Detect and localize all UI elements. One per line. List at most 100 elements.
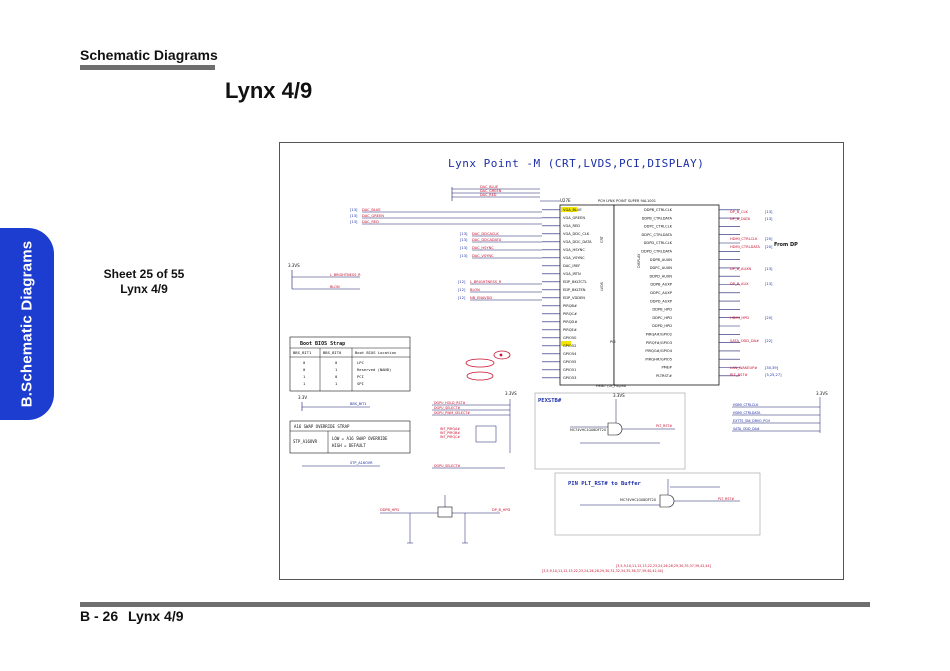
side-section-tab[interactable]: B.Schematic Diagrams	[0, 228, 54, 420]
chip-left-pin: GPIO53	[563, 376, 576, 380]
left-net-name: DAC_RED	[362, 220, 379, 224]
chip-name: PCH LYNX POINT SUPER 9AL1001	[598, 199, 656, 203]
chip-right-pin: DDPD_HPD	[652, 324, 672, 328]
right-net-tag: [13]	[765, 210, 773, 214]
chip-right-pin: PIRQH#/GPIO5	[645, 357, 672, 361]
svg-text:STP_A16OVR: STP_A16OVR	[350, 461, 373, 465]
chip-left-pin: VGA_DDC_DATA	[563, 240, 592, 244]
chip-left-pin: DAC_IREF	[563, 264, 580, 268]
chip-right-pin: PME#	[661, 366, 672, 370]
svg-text:LOW = A16 SWAP OVERRIDE: LOW = A16 SWAP OVERRIDE	[332, 436, 388, 441]
svg-text:STP_A16OVR: STP_A16OVR	[293, 439, 318, 444]
chip-right-pin: DDPD_AUXN	[649, 274, 672, 278]
svg-text:3.3VS: 3.3VS	[613, 393, 625, 398]
svg-text:PLT_RST#: PLT_RST#	[718, 497, 734, 501]
side-tab-label: B.Schematic Diagrams	[18, 240, 36, 408]
right-net-name: DP_B_AUXN	[730, 267, 752, 271]
chip-left-pin: VGA_BLUE	[563, 208, 582, 212]
bios-strap-cell: 1	[335, 367, 338, 372]
svg-text:BBS_BIT1: BBS_BIT1	[350, 402, 367, 406]
svg-text:DGPU_SELECT#: DGPU_SELECT#	[434, 464, 461, 468]
svg-text:DISPLAY: DISPLAY	[637, 253, 641, 268]
left-net-name: DAC_HSYNC	[472, 246, 494, 250]
bios-strap-cell: 1	[303, 381, 306, 386]
chip-part: HM87 (OI_Fdgmb	[596, 384, 627, 388]
chip-left-pin: GPIO52	[563, 344, 576, 348]
bios-strap-cell: 0	[303, 367, 306, 372]
svg-text:MC74VHC1G08DFT2G: MC74VHC1G08DFT2G	[570, 428, 607, 432]
chip-left-pin: VGA_DDC_CLK	[563, 232, 590, 236]
right-net-name: HDMI_CTRLCLK	[730, 237, 758, 241]
svg-text:HDMI_CTRLCLK: HDMI_CTRLCLK	[733, 403, 759, 407]
schematic-diagram: Lynx Point -M (CRT,LVDS,PCI,DISPLAY) DAC…	[279, 142, 844, 580]
right-pin-list: DDPB_CTRLCLKDDPB_CTRLDATADDPC_CTRLCLKDDP…	[641, 208, 740, 378]
sheet-number: Sheet 25 of 55	[103, 267, 185, 281]
right-net-name: SATA_ODD_DA#	[730, 339, 759, 343]
sheet-name: Lynx 4/9	[120, 282, 168, 296]
gpio50-highlight	[561, 341, 571, 346]
bios-strap-cell: Reserved (NAND)	[357, 367, 391, 372]
svg-text:DGPU_HOLD_RST#: DGPU_HOLD_RST#	[434, 401, 466, 405]
svg-text:HIGH = DEFAULT: HIGH = DEFAULT	[332, 443, 366, 448]
right-net-name: DP_B_DATA	[730, 217, 751, 221]
bios-strap-cell: 0	[303, 360, 306, 365]
chip-right-pin: PIRQF#/GPIO3	[646, 341, 672, 345]
chip-right-pin: DDPB_CTRLCLK	[644, 208, 673, 212]
page-title: Lynx 4/9	[225, 78, 313, 103]
chip-right-pin: PIRQA#/GPIO2	[646, 333, 672, 337]
section-title: Schematic Diagrams	[80, 47, 218, 63]
left-net-tag: [13]	[350, 214, 358, 218]
left-net-name: NB_ENAVDD	[470, 296, 492, 300]
chip-left-pin: EDP_VDDEN	[563, 296, 585, 300]
left-net-name: DAC_VSYNC	[472, 254, 494, 258]
svg-text:A16 SWAP OVERRIDE STRAP: A16 SWAP OVERRIDE STRAP	[294, 424, 350, 429]
left-net-name: DAC_BLUE	[362, 208, 381, 212]
chip-left-pin: PIRQD#	[563, 320, 577, 324]
footer-page-name: Lynx 4/9	[128, 608, 184, 624]
svg-text:DGPU_PWM_SELECT#: DGPU_PWM_SELECT#	[434, 411, 470, 415]
svg-text:SATA_ODD_DA#: SATA_ODD_DA#	[733, 427, 760, 431]
right-net-name: DP_B_AUX	[730, 282, 749, 286]
chip-right-pin: DDPC_HPD	[652, 316, 672, 320]
svg-text:[3,5,9,10,11,12,13,22,23,24,26: [3,5,9,10,11,12,13,22,23,24,26,28,29,30,…	[616, 564, 711, 568]
from-dp-label: From DP	[774, 242, 798, 248]
schematic-canvas: Lynx Point -M (CRT,LVDS,PCI,DISPLAY) DAC…	[288, 157, 828, 573]
chip-left-pin: GPIO50	[563, 336, 577, 340]
chip-right-pin: DDPB_HPD	[652, 308, 672, 312]
chip-left-pin: PIRQB#	[563, 304, 577, 308]
footer-page-number: B - 26	[80, 608, 119, 624]
bios-strap-header: Boot BIOS Location	[355, 350, 396, 355]
chip-right-pin: DDPC_AUXP	[650, 291, 673, 295]
left-net-tag: [13]	[460, 232, 468, 236]
svg-text:DP_B_HPD: DP_B_HPD	[492, 508, 510, 512]
left-net-tag: [13]	[460, 254, 468, 258]
left-net-name: DAC_GREEN	[362, 214, 384, 218]
bios-strap-cell: 0	[335, 360, 338, 365]
right-net-tag: [22]	[765, 339, 773, 343]
bios-strap-cell: 1	[303, 374, 306, 379]
chip-left-pin: PIRQE#	[563, 328, 577, 332]
chip-left-pin: VGA_GREEN	[563, 216, 585, 220]
right-net-name: DP_B_CLK	[730, 210, 749, 214]
a16-strap-table: A16 SWAP OVERRIDE STRAP STP_A16OVR LOW =…	[289, 420, 411, 454]
right-net-tag: [13]	[765, 267, 773, 271]
svg-text:PCI: PCI	[610, 340, 616, 344]
bottom-ref: [3,5,9,10,11,12,13,22,23,24,26,28,29,30,…	[542, 569, 663, 573]
right-net-tag: [20]	[765, 316, 773, 320]
bios-strap-cell: 1	[335, 381, 338, 386]
plt-rst-buffer-block: PIN PLT_RST# to Buffer MC74VHC1G08DFT2G …	[554, 472, 761, 536]
chip-left-pin: GPIO54	[563, 352, 577, 356]
chip-right-pin: PIRQG#/GPIO4	[645, 349, 672, 353]
vga-blue-highlight	[561, 207, 577, 212]
bios-strap-header: BBS_BIT0	[323, 350, 342, 355]
right-net-tag: [30,39]	[765, 366, 779, 370]
right-net-tag: [3,25,27]	[765, 373, 782, 377]
svg-text:L_BRIGHTNESS_R: L_BRIGHTNESS_R	[330, 273, 361, 277]
bios-strap-cell: SPI	[357, 381, 364, 386]
chip-right-pin: DDPC_CTRLCLK	[644, 225, 673, 229]
chip-right-pin: DDPD_CTRLDATA	[641, 250, 672, 254]
bios-strap-cell: LPC	[357, 360, 364, 365]
chip-right-pin: DDPB_AUXN	[650, 258, 673, 262]
right-net-tag: [13]	[765, 217, 773, 221]
